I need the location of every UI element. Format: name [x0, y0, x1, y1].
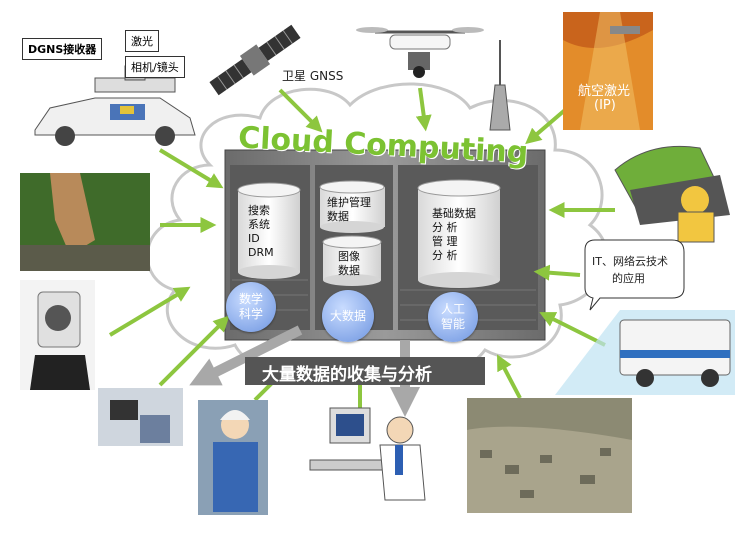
banner-background [245, 357, 485, 385]
input-arrows [108, 87, 615, 425]
field-worker-photo [198, 400, 268, 515]
banner-text: 大量数据的收集与分析 [262, 365, 432, 385]
computer-user-illustration [309, 407, 426, 501]
survey-car-illustration [34, 65, 196, 146]
antenna-tower-icon [489, 40, 511, 131]
label-aerial-laser-ip: (IP) [594, 98, 616, 113]
it-callout-line1: IT、网络云技术 [592, 255, 668, 268]
db-maintenance-cylinder [319, 180, 385, 233]
it-callout-line2: 的应用 [612, 272, 645, 285]
label-laser: 激光 [125, 30, 159, 52]
satellite-icon [209, 24, 301, 96]
label-dgns: DGNS接收器 [22, 38, 103, 60]
drone-icon [356, 27, 484, 78]
mapping-van-photo [555, 310, 735, 395]
bubble-big-data: 大数据 [322, 290, 374, 342]
db-image-cylinder [322, 235, 382, 286]
db-analysis-cylinder [417, 179, 501, 288]
label-camera: 相机/镜头 [125, 56, 185, 78]
flood-photo [467, 398, 632, 513]
db-maintenance-text: 维护管理 数据 [327, 196, 371, 223]
aerial-laser-photo [563, 12, 653, 130]
db-search-cylinder [237, 182, 301, 279]
label-satellite: 卫星 GNSS [282, 69, 344, 83]
bubble-math-science: 数学科学 [226, 282, 276, 332]
label-aerial-laser: 航空激光 [578, 84, 631, 99]
it-callout [584, 239, 685, 311]
total-station-photo [20, 280, 95, 390]
office-photo [98, 388, 183, 446]
db-image-text: 图像 数据 [338, 250, 360, 277]
db-analysis-text: 基础数据 分 析 管 理 分 析 [432, 207, 476, 262]
db-search-text: 搜索 系统 ID DRM [248, 204, 274, 259]
road-survey-illustration [614, 145, 730, 243]
landslide-photo [20, 173, 150, 271]
bubble-ai: 人工智能 [428, 292, 478, 342]
